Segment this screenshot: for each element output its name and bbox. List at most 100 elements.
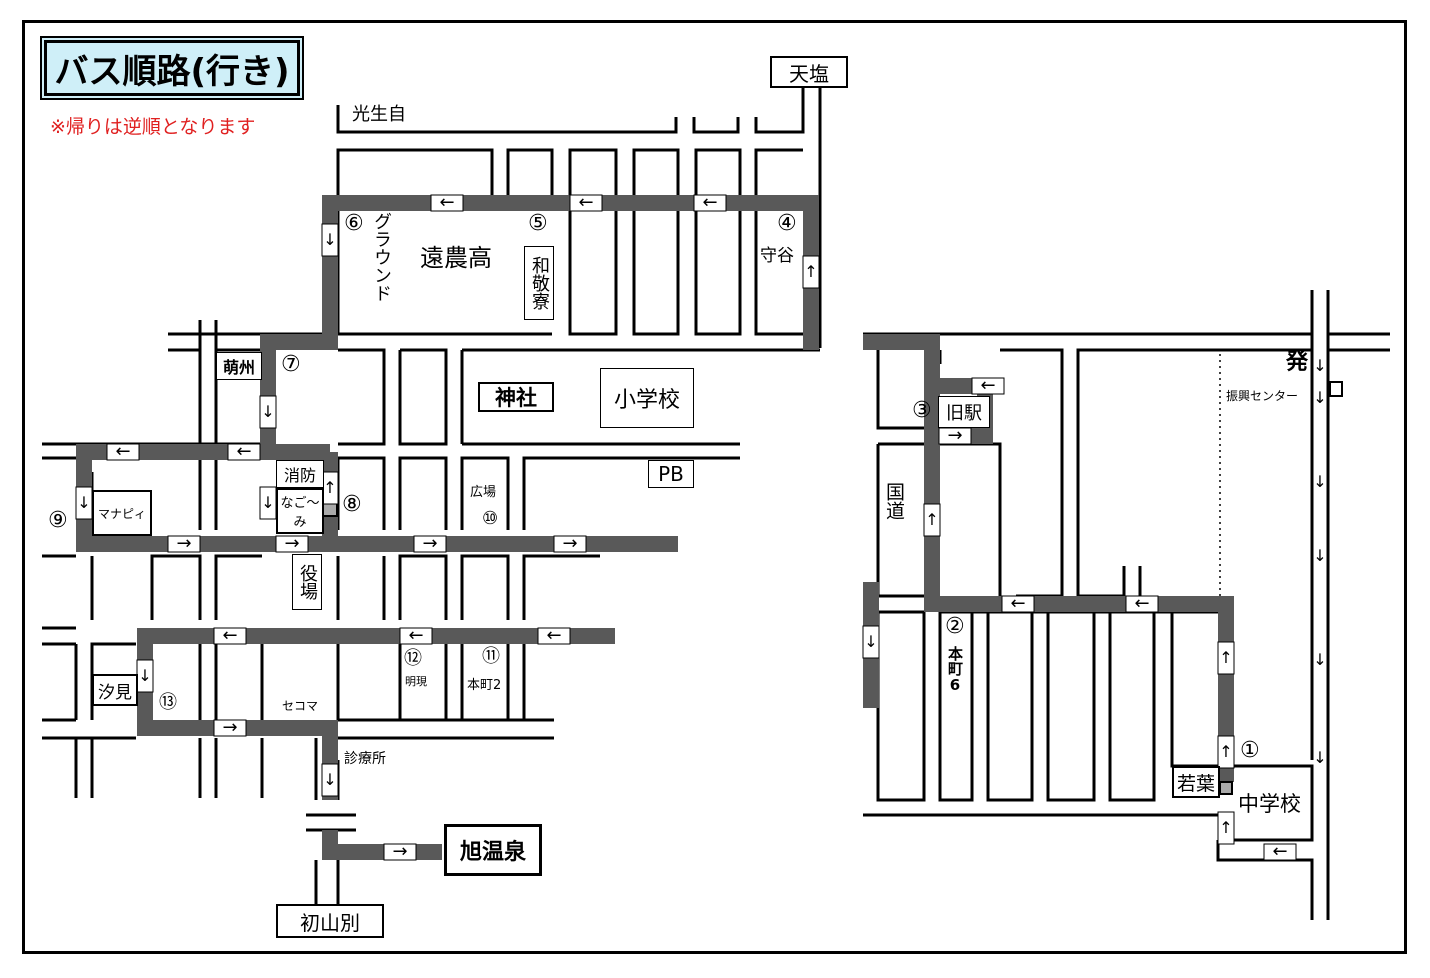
map-title: バス順路(行き): [40, 36, 304, 100]
label-jinja: 神社: [478, 382, 554, 412]
arrow-down-icon: ↓: [862, 625, 880, 659]
stop-6: ⑥: [344, 211, 364, 236]
arrow-up-icon: ↑: [1217, 811, 1235, 845]
arrow-right-icon: →: [553, 533, 587, 554]
label-hiroba: 広場: [470, 485, 497, 500]
arrow-down-icon: ↓: [1313, 748, 1326, 767]
arrow-down-icon: ↓: [321, 763, 339, 797]
svg-text:↓: ↓: [1313, 748, 1326, 767]
arrow-down-icon: ↓: [259, 395, 277, 429]
arrow-left-icon: ←: [213, 625, 247, 646]
stop-13: ⑬: [159, 692, 177, 713]
arrow-right-icon: →: [213, 717, 247, 738]
arrow-left-icon: ←: [1001, 593, 1035, 614]
label-shinko-center: 振興センター: [1226, 389, 1299, 403]
stop-11: ⑪: [482, 646, 500, 667]
label-honcho6: 本町6: [946, 646, 964, 694]
arrow-down-icon: ↓: [1313, 472, 1326, 491]
stop-7: ⑦: [281, 352, 301, 377]
map-frame: [22, 20, 1407, 954]
stop-1: ①: [1240, 738, 1260, 763]
label-honcho2: 本町2: [467, 678, 502, 693]
svg-text:↓: ↓: [1313, 650, 1326, 669]
svg-text:→: →: [422, 533, 437, 554]
svg-text:↓: ↓: [261, 402, 274, 421]
svg-text:→: →: [562, 533, 577, 554]
svg-text:↓: ↓: [1313, 546, 1326, 565]
arrow-up-icon: ↑: [1217, 735, 1235, 769]
label-enno: 遠農高: [420, 244, 492, 272]
svg-text:←: ←: [236, 441, 251, 462]
label-teshio: 天塩: [770, 56, 848, 88]
svg-text:←: ←: [1010, 593, 1025, 614]
arrow-right-icon: →: [167, 533, 201, 554]
svg-text:←: ←: [439, 192, 454, 213]
label-nagomi: なご～み: [276, 488, 324, 534]
stop-2: ②: [945, 614, 965, 639]
label-moriya: 守谷: [760, 246, 794, 266]
arrow-down-icon: ↓: [259, 486, 277, 520]
svg-text:←: ←: [1272, 841, 1287, 862]
label-wakaba: 若葉: [1172, 766, 1220, 798]
bus-route: [76, 195, 1234, 860]
svg-text:↓: ↓: [261, 493, 274, 512]
stop-marker-start: [1329, 381, 1343, 397]
stop-5: ⑤: [528, 211, 548, 236]
arrow-up-icon: ↑: [1217, 641, 1235, 675]
label-hatsu: 発: [1286, 350, 1309, 375]
svg-text:↓: ↓: [323, 230, 336, 249]
label-yakuba: 役場: [292, 554, 322, 610]
stop-marker-1: [1219, 781, 1233, 795]
svg-text:↓: ↓: [1313, 388, 1326, 407]
arrow-down-icon: ↓: [1313, 356, 1326, 375]
roads-right: [863, 290, 1390, 920]
arrow-left-icon: ←: [1263, 841, 1297, 862]
svg-text:←: ←: [980, 375, 995, 396]
label-shinryojo: 診療所: [344, 751, 386, 767]
svg-text:←: ←: [115, 441, 130, 462]
svg-text:↑: ↑: [1219, 742, 1232, 761]
direction-arrows: ←←←↑↓↓←←↓↓↑→→→→←←←↓→↓→←→↑←←↓↑↑↑←↓↓↓↓↓↓: [75, 192, 1327, 862]
svg-text:↓: ↓: [1313, 356, 1326, 375]
label-wakeiryo: 和敬寮: [524, 246, 554, 320]
arrow-right-icon: →: [383, 841, 417, 862]
label-shogakko: 小学校: [600, 368, 694, 428]
arrow-left-icon: ←: [569, 192, 603, 213]
label-myoken: 明現: [405, 675, 427, 688]
arrow-up-icon: ↑: [321, 471, 339, 505]
svg-text:↓: ↓: [323, 770, 336, 789]
arrow-down-icon: ↓: [136, 659, 154, 693]
label-ground: グラウンド: [371, 212, 392, 302]
label-moesu: 萌州: [216, 352, 262, 380]
arrow-down-icon: ↓: [75, 486, 93, 520]
label-shiomi: 汐見: [92, 674, 138, 706]
arrow-down-icon: ↓: [1313, 388, 1326, 407]
arrow-left-icon: ←: [430, 192, 464, 213]
svg-text:→: →: [947, 425, 962, 446]
svg-text:↑: ↑: [1219, 648, 1232, 667]
svg-text:→: →: [222, 717, 237, 738]
stop-9: ⑨: [48, 508, 68, 533]
arrow-right-icon: →: [938, 425, 972, 446]
return-note: ※帰りは逆順となります: [50, 116, 256, 138]
svg-text:←: ←: [702, 192, 717, 213]
label-manapi: マナピィ: [92, 490, 152, 536]
label-kyueki: 旧駅: [938, 396, 990, 428]
arrow-down-icon: ↓: [1313, 650, 1326, 669]
arrow-down-icon: ↓: [321, 223, 339, 257]
arrow-left-icon: ←: [1125, 593, 1159, 614]
stop-4: ④: [777, 211, 797, 236]
arrow-left-icon: ←: [537, 625, 571, 646]
svg-text:↑: ↑: [1219, 818, 1232, 837]
arrow-right-icon: →: [275, 533, 309, 554]
arrow-down-icon: ↓: [1313, 546, 1326, 565]
svg-text:←: ←: [222, 625, 237, 646]
svg-text:↓: ↓: [864, 632, 877, 651]
arrow-left-icon: ←: [399, 625, 433, 646]
stop-12: ⑫: [404, 648, 422, 669]
svg-text:↑: ↑: [804, 262, 817, 281]
stop-8: ⑧: [342, 492, 362, 517]
label-hatsuyamabetsu: 初山別: [276, 904, 384, 938]
roads-left: [42, 88, 822, 905]
label-secoma: セコマ: [282, 699, 319, 713]
